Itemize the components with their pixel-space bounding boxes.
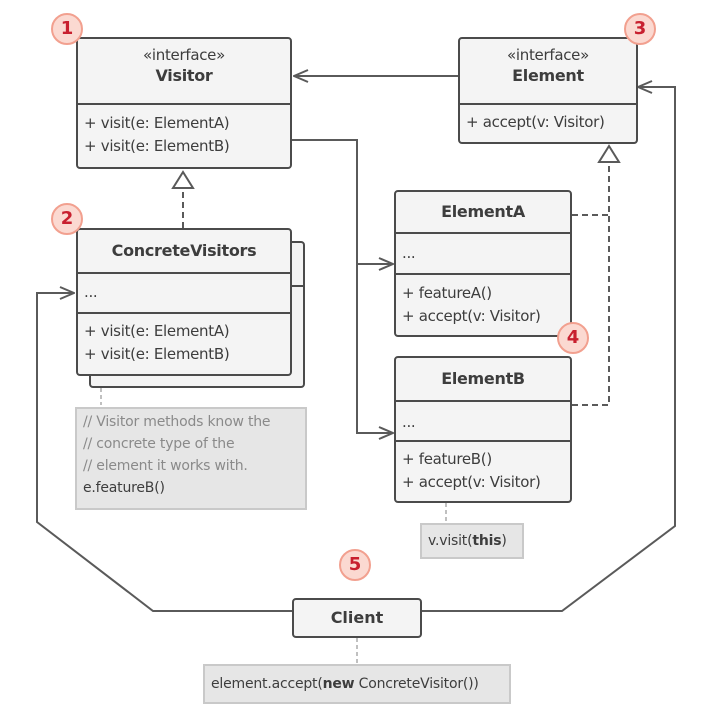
element-b-name: ElementB [441,369,525,388]
element-a-method: + accept(v: Visitor) [402,307,541,325]
client-to-element-arrow [421,87,676,612]
client-note: element.accept(new ConcreteVisitor()) [203,664,511,704]
element-a-methods: + featureA() + accept(v: Visitor) [396,273,570,328]
element-name: Element [512,66,584,85]
visitor-name: Visitor [155,66,213,85]
visitor-to-elementb-arrow [356,264,393,433]
element-realization-triangle [597,144,621,163]
concrete-visitors-box[interactable]: ConcreteVisitors ... + visit(e: ElementA… [76,228,292,376]
note-comment: // element it works with. [83,458,248,474]
element-b-fields: ... [396,400,570,440]
note-code: e.featureB() [83,480,165,496]
element-method: + accept(v: Visitor) [466,113,605,131]
concrete-visitors-name: ConcreteVisitors [111,241,257,260]
visitor-stereotype: «interface» [143,46,225,64]
concrete-visitors-methods: + visit(e: ElementA) + visit(e: ElementB… [78,312,290,366]
concrete-visitors-field: ... [84,283,98,301]
visitor-method: + visit(e: ElementA) [84,114,230,132]
client-to-concrete-visitors-arrow [36,293,293,612]
element-b-method: + accept(v: Visitor) [402,473,541,491]
element-b-field: ... [402,413,416,431]
visitor-to-elementa-arrow [292,139,393,264]
element-a-method: + featureA() [402,284,492,302]
note-keyword: this [472,533,502,549]
note-code-prefix: v.visit( [428,533,473,549]
visitor-header: «interface» Visitor [78,39,290,103]
note-comment: // Visitor methods know the [83,414,271,430]
visitor-methods: + visit(e: ElementA) + visit(e: ElementB… [78,103,290,158]
element-header: «interface» Element [460,39,636,103]
note-code-suffix: ConcreteVisitor()) [354,676,479,692]
concrete-visitors-fields: ... [78,272,290,312]
step-badge-1: 1 [51,13,83,45]
concrete-visitors-header: ConcreteVisitors [78,230,290,272]
element-b-note: v.visit(this) [420,523,524,559]
step-badge-3: 3 [624,13,656,45]
element-a-box[interactable]: ElementA ... + featureA() + accept(v: Vi… [394,190,572,337]
element-b-method: + featureB() [402,450,492,468]
elements-realization-line [572,166,610,406]
element-interface-box[interactable]: «interface» Element + accept(v: Visitor) [458,37,638,144]
note-code-suffix: ) [501,533,507,549]
concrete-visitors-method: + visit(e: ElementA) [84,322,230,340]
concrete-visitors-method: + visit(e: ElementB) [84,345,230,363]
element-a-fields: ... [396,232,570,273]
visitor-interface-box[interactable]: «interface» Visitor + visit(e: ElementA)… [76,37,292,169]
visitor-realization-triangle [171,170,195,189]
note-keyword: new [322,676,355,692]
element-a-field: ... [402,244,416,262]
step-badge-5: 5 [339,549,371,581]
element-a-name: ElementA [441,202,525,221]
step-badge-2: 2 [51,203,83,235]
element-methods: + accept(v: Visitor) [460,103,636,134]
client-name: Client [330,608,384,627]
step-badge-4: 4 [557,322,589,354]
visitor-method: + visit(e: ElementB) [84,137,230,155]
element-a-header: ElementA [396,192,570,232]
note-comment: // concrete type of the [83,436,235,452]
element-b-methods: + featureB() + accept(v: Visitor) [396,440,570,494]
element-stereotype: «interface» [507,46,589,64]
client-box[interactable]: Client [292,598,422,638]
visitor-note: // Visitor methods know the // concrete … [75,407,307,510]
note-code-prefix: element.accept( [211,676,323,692]
element-b-box[interactable]: ElementB ... + featureB() + accept(v: Vi… [394,356,572,503]
element-b-header: ElementB [396,358,570,400]
